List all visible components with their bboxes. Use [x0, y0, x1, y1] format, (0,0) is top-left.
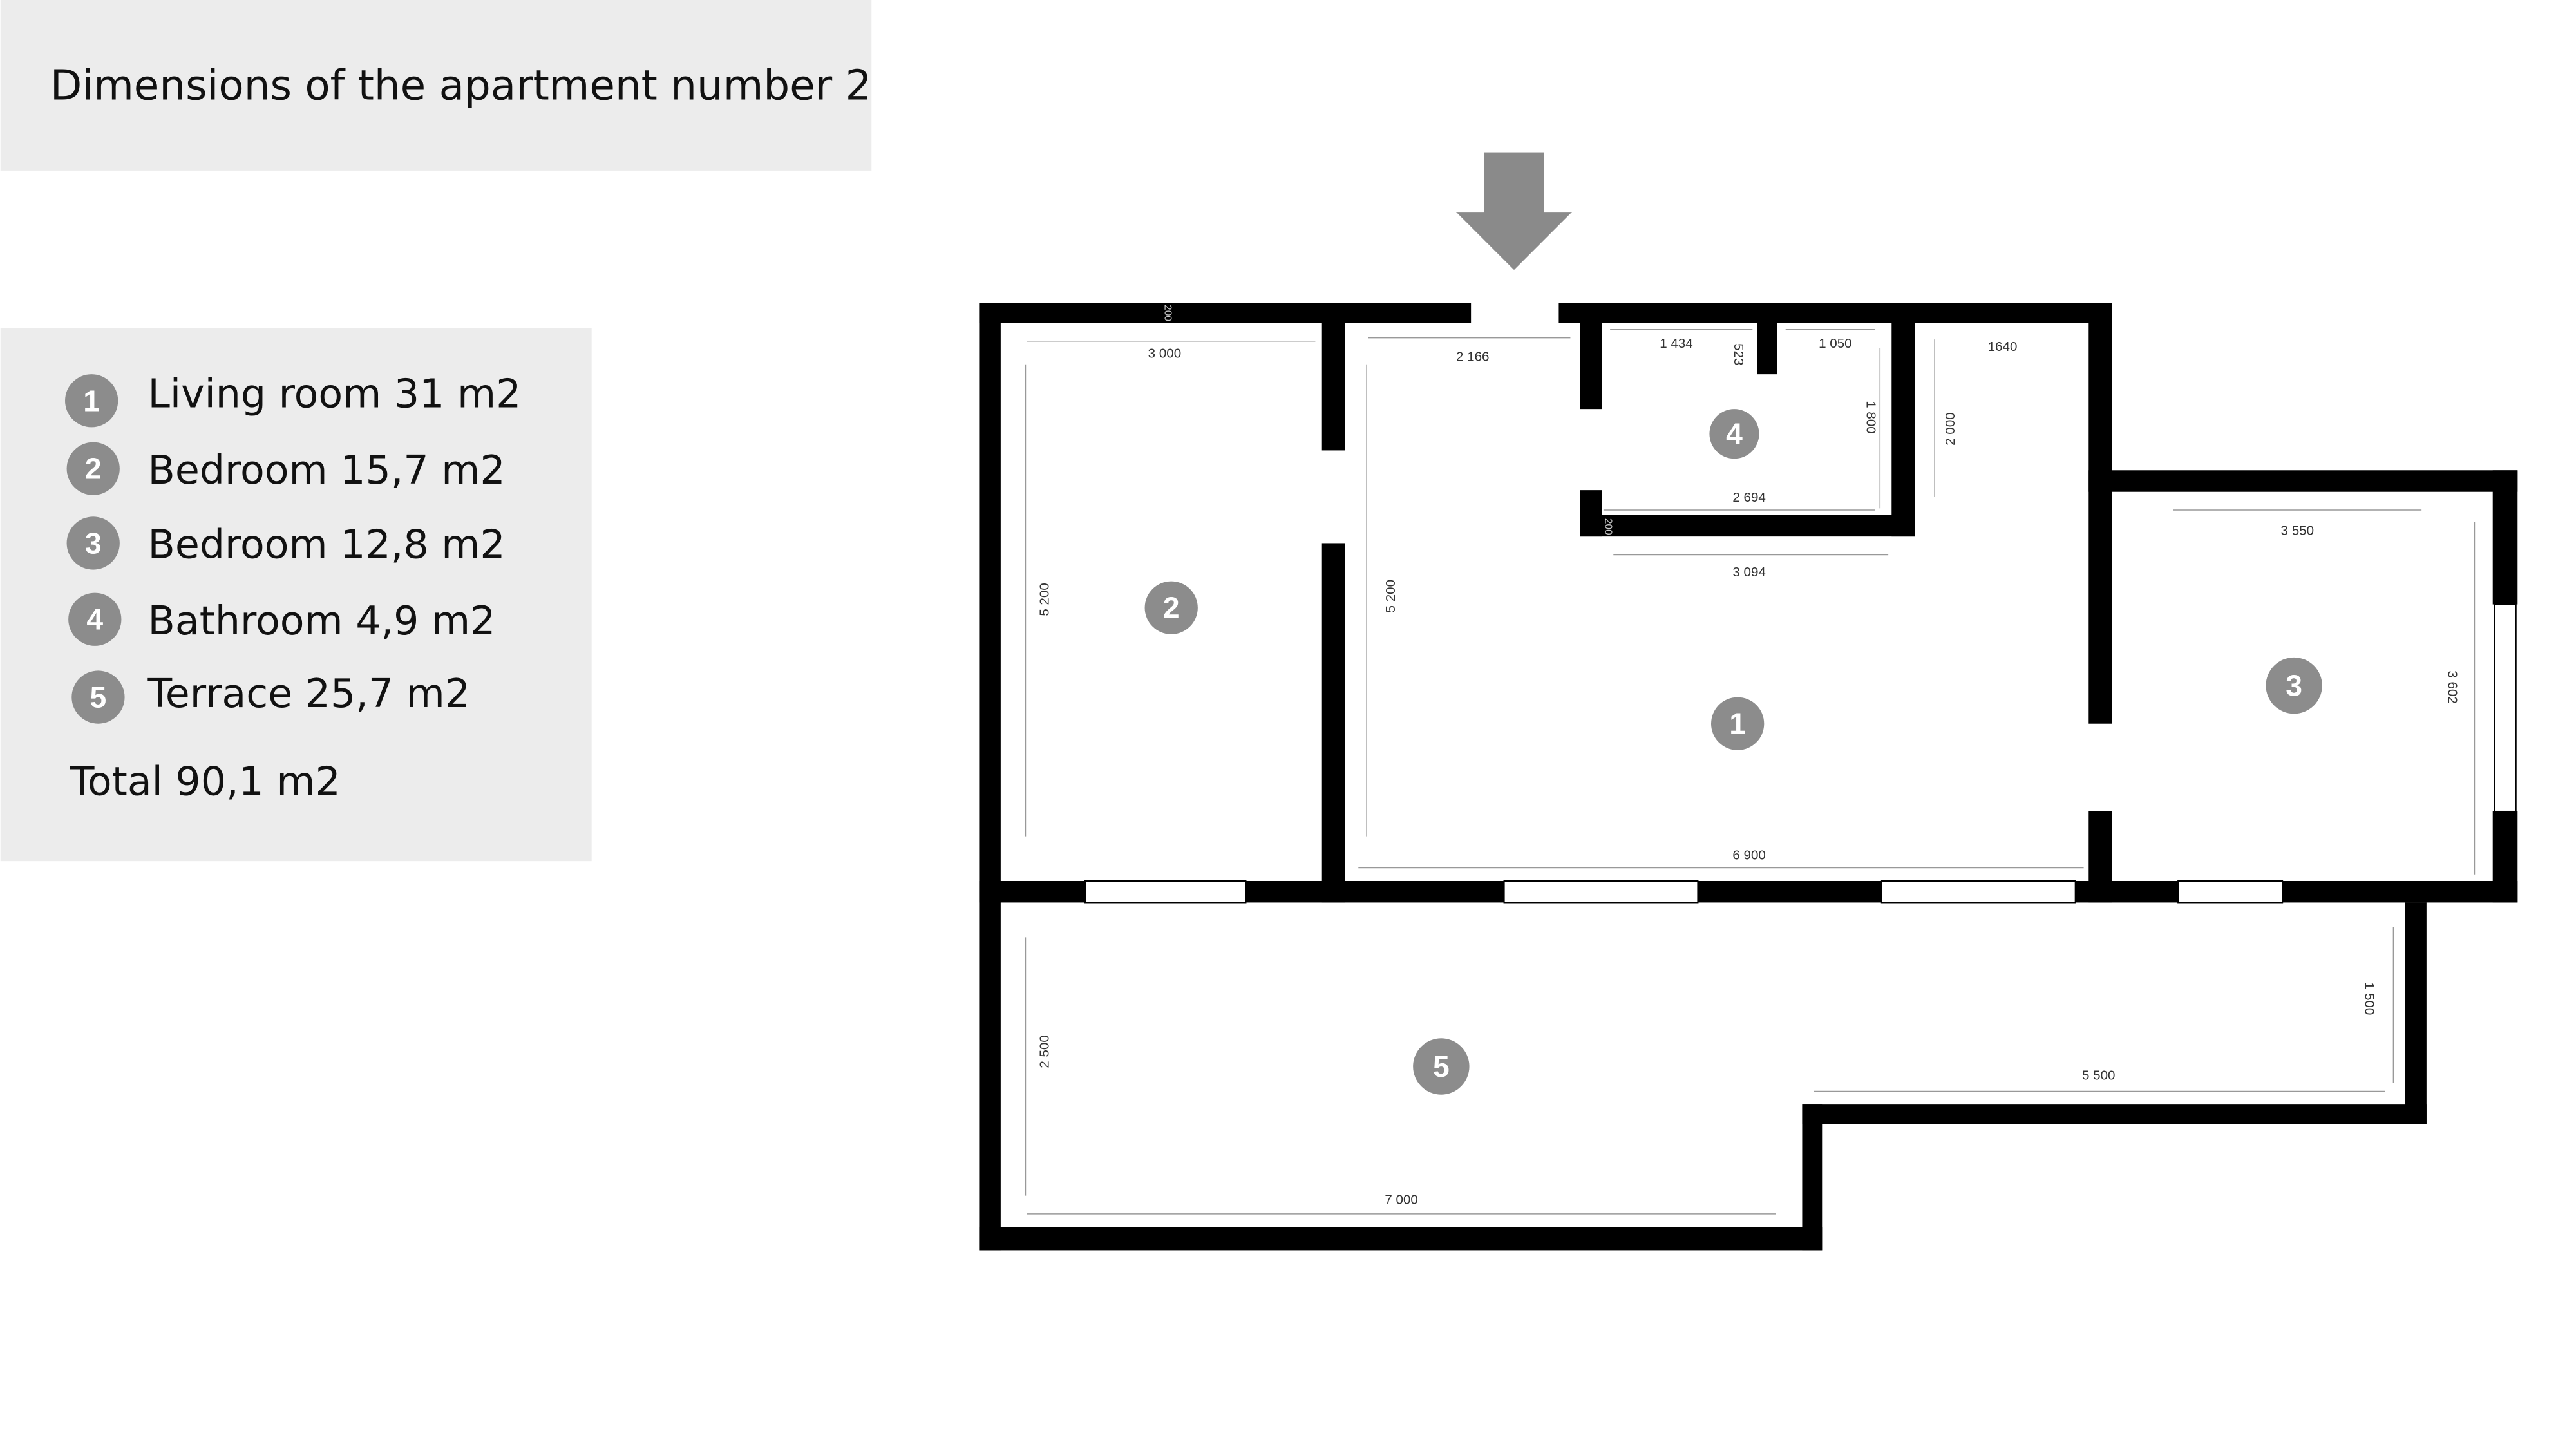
dimension-label: 3 094: [1732, 565, 1765, 580]
legend-label: Bedroom 12,8 m2: [148, 522, 506, 568]
dimension-label: 523: [1731, 343, 1746, 365]
svg-text:5: 5: [90, 681, 107, 714]
dimension-label: 200: [1602, 518, 1613, 535]
legend-label: Living room 31 m2: [148, 371, 522, 417]
room-number-badge: [71, 670, 125, 724]
legend-item: 4 Bathroom 4,9 m2: [68, 592, 496, 646]
dimension-label: 6 900: [1732, 848, 1765, 863]
dimension-label: 1 050: [1819, 336, 1852, 351]
legend-item: 3 Bedroom 12,8 m2: [66, 516, 506, 570]
legend-item: 1 Living room 31 m2: [65, 371, 521, 428]
legend-label: Terrace 25,7 m2: [147, 670, 471, 717]
window: [2177, 880, 2284, 904]
dimension-label: 2 000: [1943, 412, 1958, 445]
dimension-label: 3 550: [2281, 524, 2314, 538]
dimension-label: 5 500: [2082, 1068, 2115, 1083]
room-badge-living-room: [1711, 697, 1765, 750]
room-badge-terrace: [1413, 1038, 1470, 1095]
window: [1503, 880, 1699, 904]
window: [1880, 880, 2076, 904]
dimension-label: 5 200: [1037, 583, 1052, 616]
legend-panel: 1 Living room 31 m2 2 Bedroom 15,7 m2 3 …: [0, 328, 592, 862]
page-title: Dimensions of the apartment number 2: [50, 61, 872, 109]
svg-text:4: 4: [1726, 417, 1743, 451]
dimension-label: 1640: [1988, 339, 2018, 354]
window: [1084, 880, 1247, 904]
svg-text:2: 2: [1163, 591, 1180, 625]
arrow-down-icon: [1456, 152, 1572, 270]
svg-text:2: 2: [85, 452, 102, 486]
legend-item: 5 Terrace 25,7 m2: [71, 670, 470, 724]
dimension-label: 7 000: [1385, 1192, 1417, 1207]
svg-text:4: 4: [86, 603, 103, 636]
dimension-label: 5 200: [1383, 580, 1398, 612]
room-badge-bedroom-2: [1144, 581, 1198, 634]
dimension-labels: 3 000 2 166 1 434 523 1 050 1640 1 800 2…: [1037, 305, 2459, 1207]
dimension-label: 2 694: [1732, 490, 1765, 505]
room-badge-bedroom-3: [2266, 657, 2322, 714]
room-number-badge: [68, 592, 122, 646]
svg-text:1: 1: [83, 384, 100, 417]
dimension-label: 200: [1162, 305, 1173, 321]
dimension-label: 1 500: [2362, 982, 2377, 1015]
room-number-badge: [65, 374, 118, 428]
dimension-label: 2 500: [1037, 1035, 1052, 1068]
svg-text:3: 3: [85, 526, 102, 560]
title-panel: Dimensions of the apartment number 2: [0, 0, 872, 171]
total-area: Total 90,1 m2: [70, 758, 341, 804]
svg-text:5: 5: [1433, 1050, 1450, 1083]
room-number-badge: [66, 516, 120, 570]
dimension-label: 2 166: [1456, 350, 1489, 365]
legend-label: Bedroom 15,7 m2: [148, 447, 506, 493]
dimension-label: 3 602: [2445, 670, 2459, 703]
dimension-label: 1 434: [1660, 336, 1692, 351]
dimension-label: 3 000: [1148, 346, 1181, 361]
svg-text:3: 3: [2286, 669, 2302, 703]
dimension-label: 1 800: [1864, 401, 1879, 433]
room-badge-bathroom: [1709, 409, 1759, 459]
dimension-lines: [1025, 328, 2476, 1215]
windows: [1084, 603, 2517, 904]
room-number-badge: [66, 442, 120, 495]
legend-label: Bathroom 4,9 m2: [148, 598, 496, 644]
svg-text:1: 1: [1729, 707, 1746, 741]
window: [2494, 603, 2517, 813]
room-badges: 1 2 3 4 5: [1144, 409, 2322, 1095]
legend-item: 2 Bedroom 15,7 m2: [66, 442, 506, 495]
